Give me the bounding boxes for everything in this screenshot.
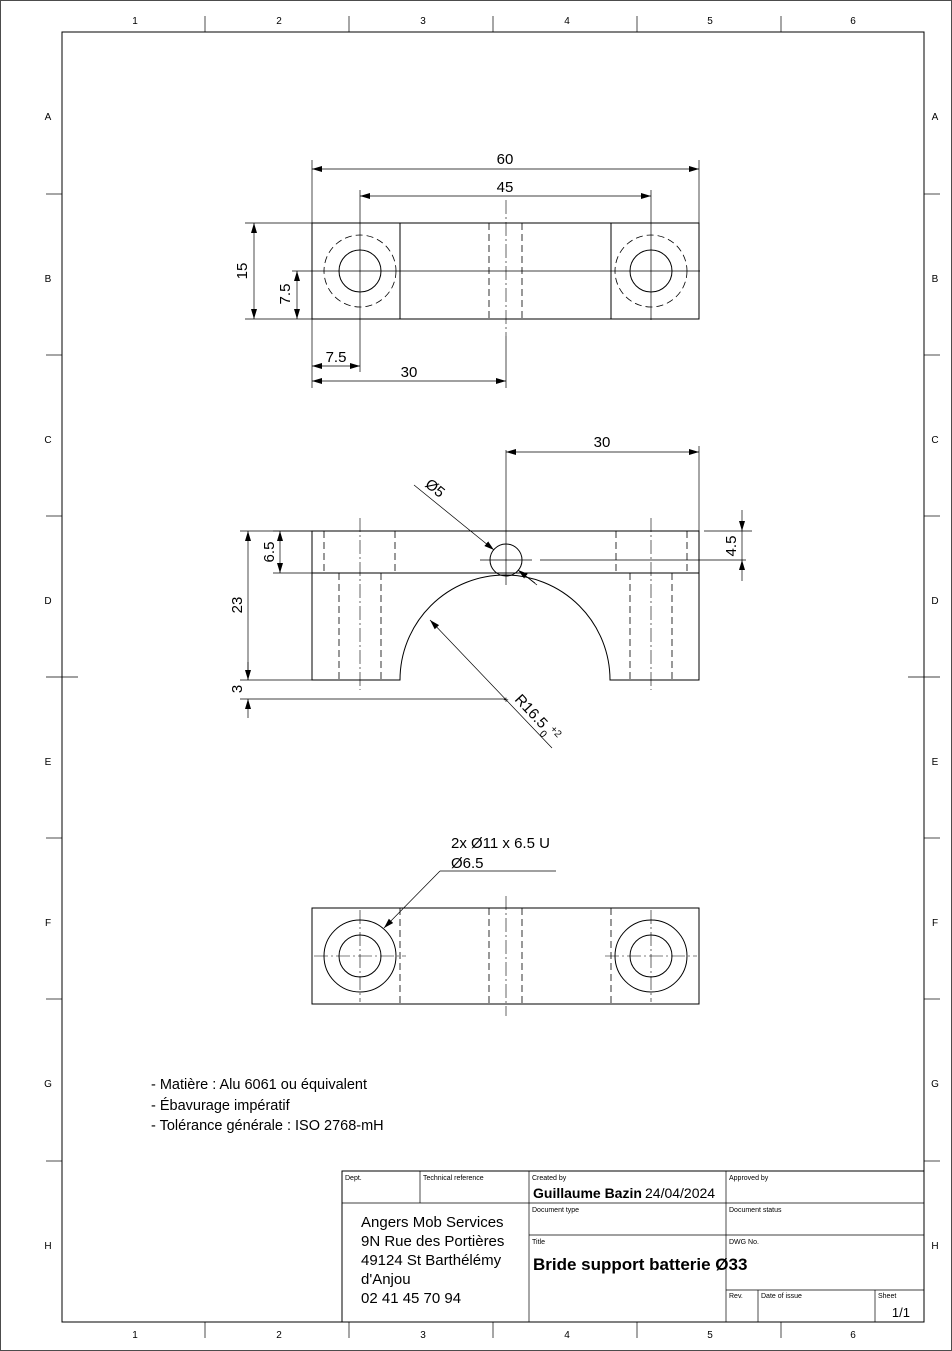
dim-height: 15	[234, 263, 251, 280]
tb-title: Bride support batterie Ø33	[533, 1255, 747, 1274]
zone-row-right: A	[932, 112, 939, 123]
dim-center-offset: 30	[401, 364, 418, 381]
tb-created-by-label: Created by	[532, 1175, 567, 1182]
zone-row-right: H	[931, 1241, 938, 1252]
zone-row-left: A	[45, 112, 52, 123]
tb-company-name: Angers Mob Services	[361, 1214, 504, 1231]
bottom-view: 2x Ø11 x 6.5 U Ø6.5	[311, 835, 700, 1016]
dim-total-height: 23	[229, 597, 246, 614]
zone-col-bottom: 2	[276, 1330, 282, 1341]
dim-cross-hole: Ø5	[422, 476, 448, 502]
zone-col-bottom: 5	[707, 1330, 713, 1341]
general-notes: - Matière : Alu 6061 ou équivalent - Éba…	[151, 1077, 384, 1134]
tb-sheet: 1/1	[892, 1305, 910, 1320]
tb-created-by: Guillaume Bazin	[533, 1185, 642, 1201]
tb-company-city2: d'Anjou	[361, 1271, 411, 1288]
zone-row-right: D	[931, 596, 938, 607]
tb-document-type-label: Document type	[532, 1207, 579, 1214]
zone-row-right: C	[931, 435, 938, 446]
tb-company-city: 49124 St Barthélémy	[361, 1252, 502, 1269]
note-deburring: - Ébavurage impératif	[151, 1097, 291, 1114]
zone-row-right: F	[932, 918, 938, 929]
dim-radius-tol-upper: +2	[548, 724, 564, 740]
zone-row-left: C	[44, 435, 51, 446]
zone-col-top: 4	[564, 16, 570, 27]
zone-row-right: G	[931, 1079, 939, 1090]
zone-col-top: 1	[132, 16, 138, 27]
zone-col-top: 2	[276, 16, 282, 27]
zone-col-bottom: 1	[132, 1330, 138, 1341]
note-through-hole: Ø6.5	[451, 855, 484, 872]
zone-row-left: B	[45, 274, 52, 285]
note-material: - Matière : Alu 6061 ou équivalent	[151, 1077, 367, 1093]
zone-row-left: G	[44, 1079, 52, 1090]
note-counterbore: 2x Ø11 x 6.5 U	[451, 835, 550, 852]
tb-sheet-label: Sheet	[878, 1293, 896, 1300]
tb-company-phone: 02 41 45 70 94	[361, 1290, 461, 1307]
tb-approved-by-label: Approved by	[729, 1175, 769, 1182]
dim-half-width: 30	[594, 434, 611, 451]
zone-row-left: H	[44, 1241, 51, 1252]
zone-row-left: E	[45, 757, 52, 768]
tb-date: 24/04/2024	[645, 1185, 715, 1201]
dim-hole-spacing: 45	[497, 179, 514, 196]
zone-col-bottom: 6	[850, 1330, 856, 1341]
note-tolerance: - Tolérance générale : ISO 2768-mH	[151, 1118, 384, 1134]
dim-radius-tol-lower: 0	[537, 729, 549, 741]
dim-hole-center-x: 7.5	[326, 349, 347, 366]
zone-row-right: E	[932, 757, 939, 768]
tb-tech-ref-label: Technical reference	[423, 1175, 484, 1182]
dim-base-offset: 3	[229, 685, 246, 693]
dim-width-overall: 60	[497, 151, 514, 168]
zone-row-left: F	[45, 918, 51, 929]
tb-title-label: Title	[532, 1239, 545, 1246]
dim-cross-hole-center: 4.5	[723, 536, 740, 557]
front-view-outline	[311, 530, 700, 681]
zone-col-bottom: 4	[564, 1330, 570, 1341]
tb-rev-label: Rev.	[729, 1293, 743, 1300]
top-view: 60 45 15 7.5 7.5 30	[234, 151, 700, 388]
dim-hole-center-y: 7.5	[277, 284, 294, 305]
tb-dwg-label: DWG No.	[729, 1239, 759, 1246]
bottom-view-outline	[311, 907, 700, 1005]
tb-company-street: 9N Rue des Portières	[361, 1233, 504, 1250]
zone-col-top: 3	[420, 16, 426, 27]
zone-col-top: 5	[707, 16, 713, 27]
title-block: Dept. Technical reference Created by Gui…	[341, 1170, 925, 1323]
zone-labels: 1 2 3 4 5 6 1 2 3 4 5 6 A B C D E F G H …	[44, 16, 939, 1341]
dim-upper-height: 6.5	[261, 542, 278, 563]
tb-document-status-label: Document status	[729, 1207, 782, 1214]
zone-row-left: D	[44, 596, 51, 607]
zone-col-top: 6	[850, 16, 856, 27]
tb-date-issue-label: Date of issue	[761, 1293, 802, 1300]
front-view: 30 Ø5 6.5 4.5 23 3 + R16.5 +2 0	[229, 434, 752, 749]
zone-col-bottom: 3	[420, 1330, 426, 1341]
tb-dept-label: Dept.	[345, 1175, 362, 1182]
zone-row-right: B	[932, 274, 939, 285]
